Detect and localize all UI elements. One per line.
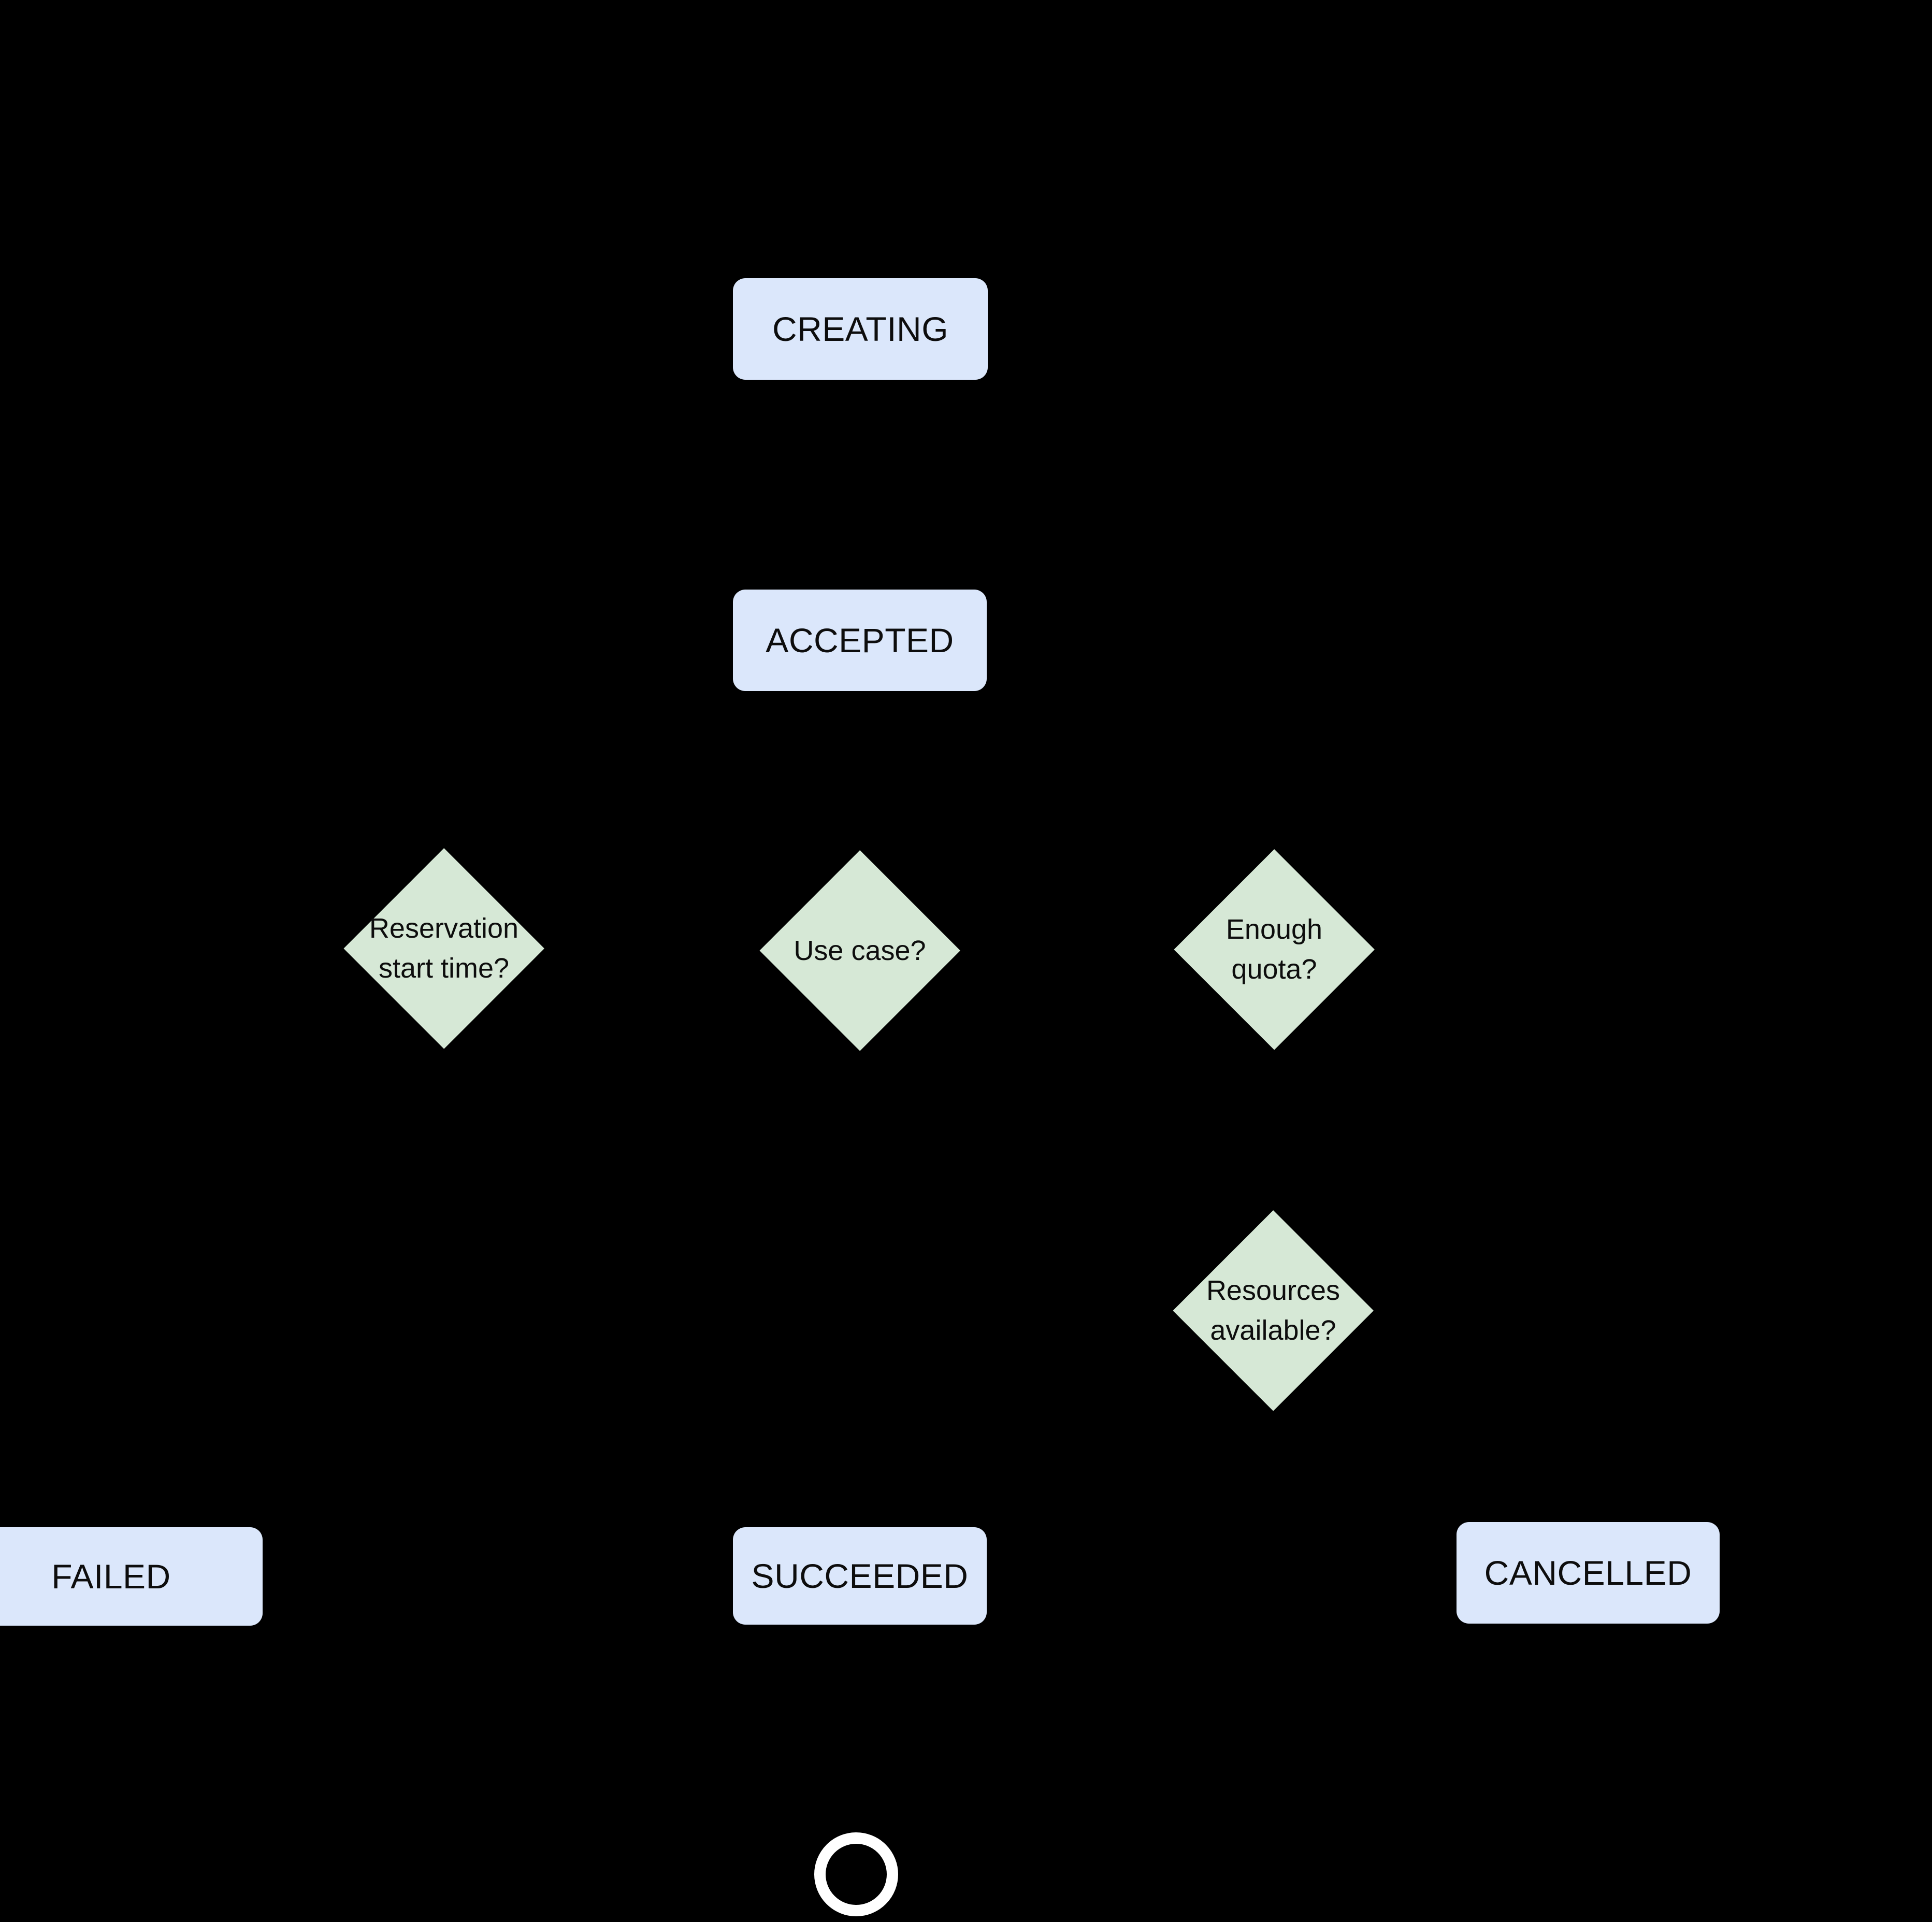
diamond-shape — [759, 850, 960, 1051]
decision-node-reservation-start-time[interactable]: Reservation start time? — [343, 848, 544, 1049]
state-node-accepted[interactable]: ACCEPTED — [733, 590, 987, 691]
state-node-creating[interactable]: CREATING — [733, 278, 988, 380]
decision-node-resources-available[interactable]: Resources available? — [1173, 1210, 1374, 1411]
state-node-failed[interactable]: FAILED — [0, 1527, 263, 1626]
state-node-cancelled[interactable]: CANCELLED — [1457, 1522, 1720, 1624]
end-terminal-icon[interactable] — [814, 1832, 898, 1916]
decision-node-use-case[interactable]: Use case? — [759, 850, 960, 1051]
state-label: ACCEPTED — [766, 621, 954, 659]
state-label: CANCELLED — [1484, 1553, 1692, 1592]
state-label: FAILED — [51, 1557, 171, 1596]
diamond-shape — [1173, 1210, 1374, 1411]
diamond-shape — [343, 848, 544, 1049]
state-label: CREATING — [772, 309, 949, 348]
state-node-succeeded[interactable]: SUCCEEDED — [733, 1527, 987, 1625]
decision-node-enough-quota[interactable]: Enough quota? — [1174, 849, 1375, 1050]
state-label: SUCCEEDED — [751, 1556, 969, 1595]
diamond-shape — [1174, 849, 1375, 1050]
